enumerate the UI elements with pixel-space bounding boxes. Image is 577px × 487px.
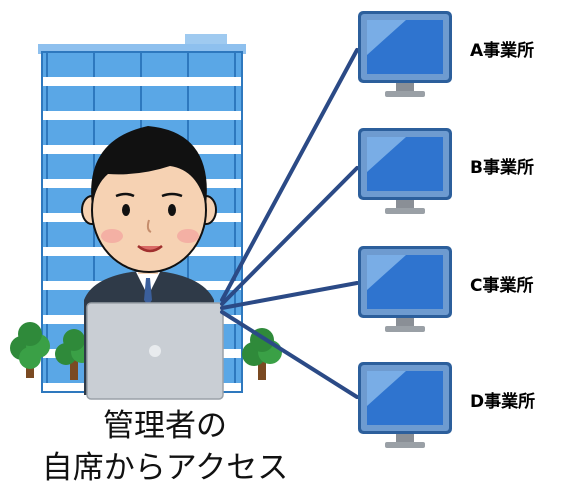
- connection-lines: [220, 48, 359, 399]
- desktop-monitor-icon: [358, 362, 452, 448]
- laptop-icon: [86, 302, 224, 400]
- connection-line-c: [220, 281, 359, 310]
- site-label-a: A事業所: [470, 41, 535, 61]
- desktop-monitor-icon: [358, 11, 452, 97]
- desktop-monitor-icon: [358, 246, 452, 332]
- caption-line-1: 管理者の: [103, 408, 227, 444]
- connection-line-a: [220, 48, 359, 302]
- connection-line-d: [220, 310, 359, 399]
- connection-line-b: [220, 166, 359, 306]
- site-label-d: D事業所: [470, 392, 536, 412]
- site-label-c: C事業所: [470, 276, 534, 296]
- site-label-b: B事業所: [470, 158, 534, 178]
- tree-icon: [10, 322, 50, 378]
- desktop-monitor-icon: [358, 128, 452, 214]
- caption-line-2: 自席からアクセス: [41, 450, 289, 486]
